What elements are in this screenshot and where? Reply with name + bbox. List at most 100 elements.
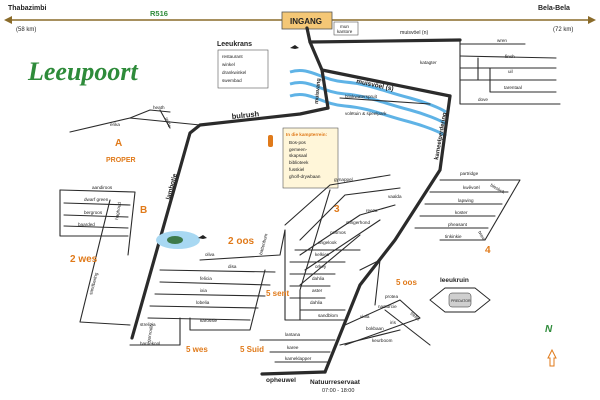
street-label: reeza	[366, 208, 378, 213]
street-label: lobelia	[196, 300, 210, 305]
road-muisvoel-s	[320, 68, 452, 98]
street-label: hardekool	[140, 341, 160, 346]
section-label: 2 oos	[228, 236, 255, 247]
west-distance: (58 km)	[16, 27, 36, 33]
east-distance: (72 km)	[553, 27, 573, 33]
section-label: A	[115, 138, 122, 149]
street-label: kelkies	[315, 252, 330, 257]
section-label: 2 wes	[70, 254, 98, 265]
street-label: oliva	[205, 252, 215, 257]
street-label: haghoud	[114, 201, 122, 220]
street-label: cosmos	[330, 230, 347, 235]
section-label: 5 wes	[186, 345, 208, 354]
office-line-1: mun	[340, 24, 349, 29]
road-muisvoel-n	[308, 38, 462, 44]
street-label: vaalda	[388, 194, 402, 199]
street-label: felicia	[200, 276, 212, 281]
street-label: tinkinkie	[445, 234, 462, 239]
tank-label: PREDATOR	[451, 299, 471, 303]
leeukrans-item: swembad	[222, 78, 242, 83]
leeukrans-title: Leeukrans	[217, 41, 252, 48]
leeukrans-item: drankwinkel	[222, 70, 246, 75]
street-label: erika	[110, 122, 120, 127]
road-kameelperdering	[323, 94, 452, 374]
leeukrans-info: Leeukrans restaurant winkel drankwinkel …	[217, 41, 299, 89]
street-label: bergroos	[84, 210, 103, 215]
street-label: orkey	[315, 264, 327, 269]
bird-icon	[290, 45, 299, 49]
road-label-bulrush: bulrush	[231, 109, 260, 121]
street-label: pheasant	[448, 222, 468, 227]
street-label: keurboom	[372, 338, 393, 343]
camp-info-item: gemeen-	[289, 147, 308, 152]
street-label: reide	[164, 117, 172, 129]
street-label: lantana	[285, 332, 301, 337]
street-label: finch	[505, 54, 515, 59]
street-label: heath	[153, 105, 165, 110]
street-label: aandiroos	[92, 185, 113, 190]
leeukruin: leeukruin PREDATOR	[429, 277, 491, 313]
reserve-name: Natuurreservaat	[310, 379, 361, 386]
section-label: B	[140, 205, 147, 216]
street-labels: heath erika reide aandiroos dwarf green …	[78, 38, 522, 361]
street-label: karossie	[200, 318, 218, 323]
leeukrans-item: winkel	[222, 62, 235, 67]
west-town: Thabazimbi	[8, 5, 47, 12]
street-label: tarentaal	[504, 85, 522, 90]
info-icon	[268, 135, 273, 147]
street-label: dwarf green	[84, 197, 109, 202]
street-label: dahlia	[312, 276, 325, 281]
office-line-2: kantore	[337, 29, 353, 34]
street-label: partridge	[460, 171, 479, 176]
street-label: angelook	[318, 240, 337, 245]
street-label: nasturcie	[378, 304, 397, 309]
section-label: 5 oos	[396, 278, 417, 287]
street-label: strelizia	[140, 322, 156, 327]
west-arrow-icon	[4, 16, 12, 24]
street-label: kwêvoël	[463, 185, 480, 190]
tank-icon	[448, 292, 472, 308]
highway-name: R516	[150, 9, 168, 18]
road-label-lambotie: lambotie	[165, 173, 179, 201]
reserve-hours: 07:00 - 18:00	[322, 388, 354, 394]
street-label: volëtuin & speelpark	[345, 111, 387, 116]
camp-info-item: skapsaal	[289, 153, 307, 158]
camp-info-item: gholf-drywbaan	[289, 174, 321, 179]
road-opheuwel	[260, 370, 327, 376]
camp-info: In die kampterrein: Bos-pos gemeen- skap…	[268, 127, 339, 189]
street-label: sandbering	[88, 272, 99, 296]
street-label: viola	[360, 314, 370, 319]
bird-icon	[198, 235, 207, 239]
road-label-muisvoel-n: muisvöel (n)	[400, 30, 429, 36]
leeukrans-item: restaurant	[222, 54, 243, 59]
street-label: baarded	[78, 222, 95, 227]
compass-label: N	[545, 324, 553, 335]
section-label: PROPER	[106, 157, 136, 164]
section-label: 5 sent	[266, 289, 289, 298]
street-label: dahlia	[310, 300, 323, 305]
east-town: Bela-Bela	[538, 5, 570, 12]
gate[interactable]: INGANG mun kantore	[281, 11, 359, 36]
street-label: blinkwaterspruit	[345, 94, 378, 99]
street-label: aster	[312, 288, 323, 293]
camp-info-item: biblioteek	[289, 160, 309, 165]
camp-info-title: In die kampterrein:	[286, 132, 328, 137]
duck-icon	[167, 236, 183, 244]
street-label: wren	[497, 38, 507, 43]
street-label: koster	[455, 210, 468, 215]
east-arrow-icon	[588, 16, 596, 24]
street-label: dove	[478, 97, 488, 102]
gate-label: INGANG	[290, 17, 322, 26]
street-label: gynappel	[334, 177, 353, 182]
map-title: Leeupoort	[27, 57, 139, 86]
secondary-roads	[59, 39, 561, 363]
section-labels: A PROPER B 2 wes 2 oos 3 4 5 sent 5 oos …	[70, 138, 491, 354]
street-label: trellis	[409, 311, 421, 322]
street-label: stingerhond	[346, 220, 370, 225]
street-label: twee	[477, 230, 486, 241]
street-label: iris	[390, 320, 397, 325]
dam	[156, 231, 207, 249]
road-label-muisvang: muisvang	[314, 78, 322, 104]
north-arrow-icon	[547, 348, 557, 367]
